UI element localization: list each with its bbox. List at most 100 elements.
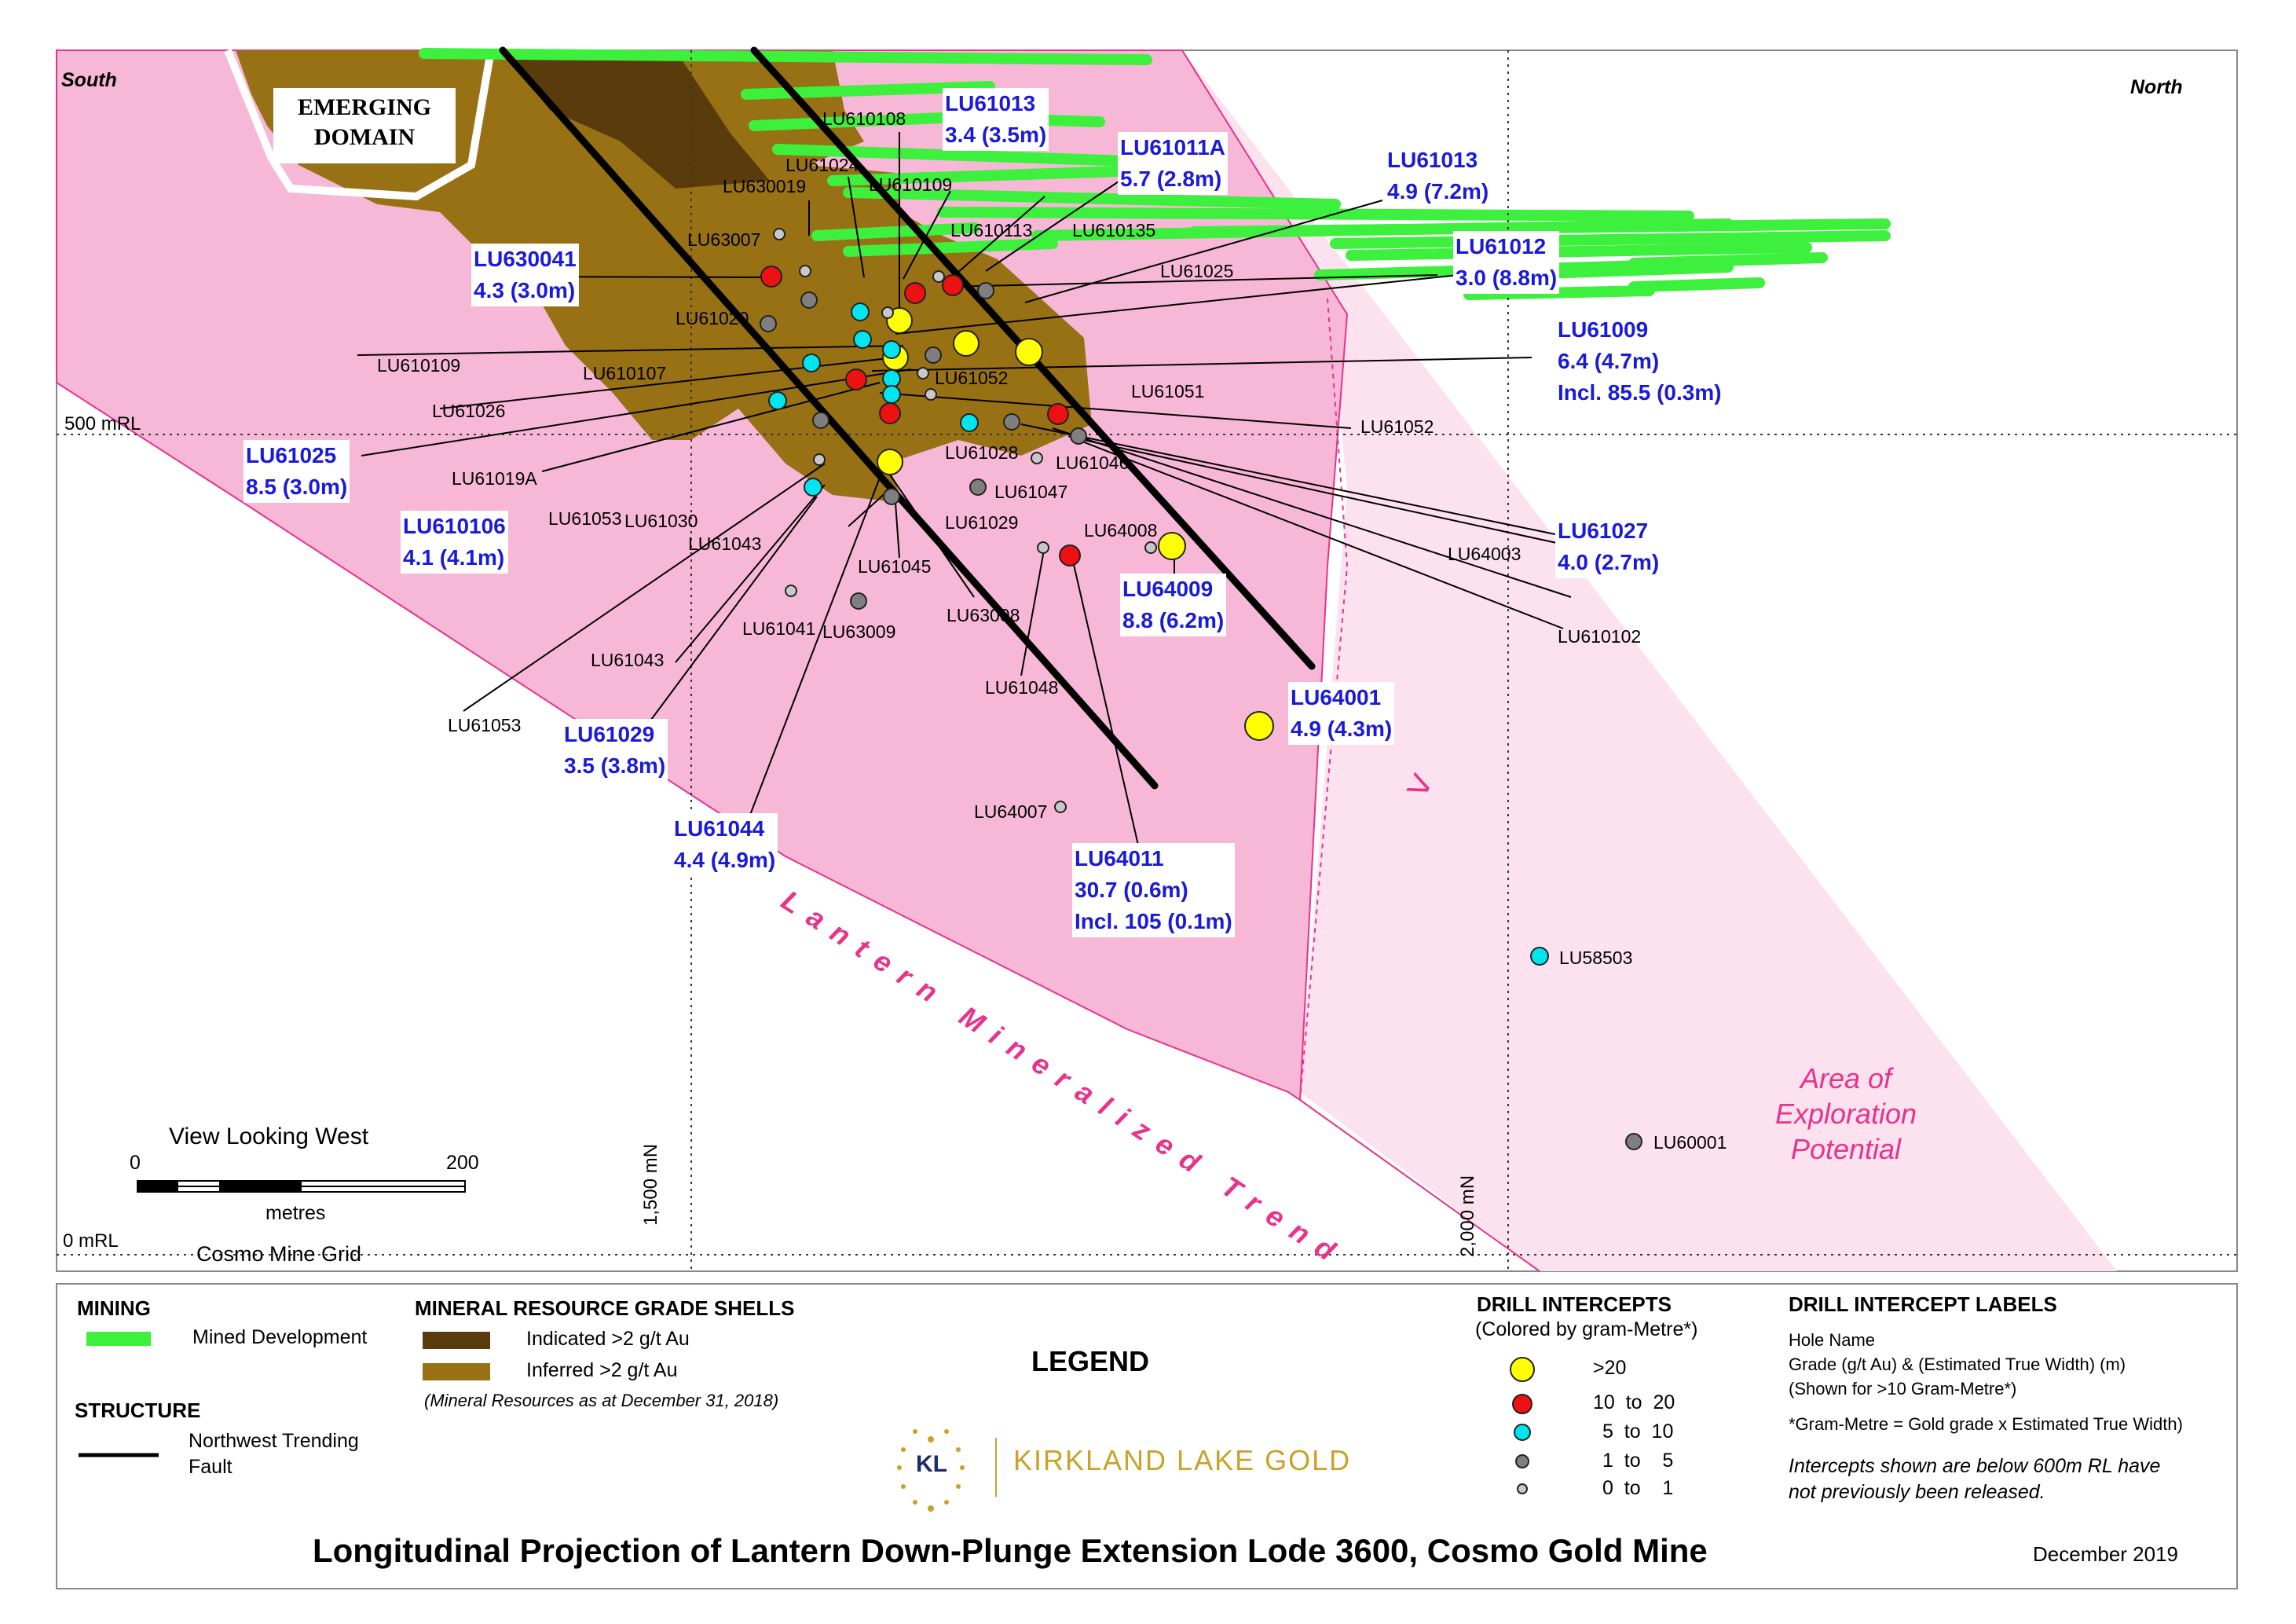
legend-mined-swatch [86, 1332, 151, 1346]
hole-label: LU61025 [1160, 261, 1234, 281]
hole-label: LU610107 [583, 363, 667, 383]
legend-resources-note: (Mineral Resources as at December 31, 20… [424, 1391, 779, 1410]
mn-1500: 1,500 mN [640, 1143, 661, 1226]
hole-label: LU64003 [1448, 544, 1522, 564]
hole-label: LU61020 [676, 308, 749, 328]
emerging-domain-box [273, 88, 456, 163]
legend-title: LEGEND [1031, 1345, 1150, 1377]
scale-bar [137, 1180, 466, 1193]
legend-labels-heading: DRILL INTERCEPT LABELS [1789, 1292, 2057, 1316]
hole-label: LU61024 [785, 155, 859, 175]
scale-end: 200 [446, 1152, 479, 1174]
legend-markers [1510, 1357, 1535, 1494]
legend-inferred-swatch [423, 1363, 490, 1380]
hole-label: LU610113 [950, 220, 1033, 240]
leader-lines [357, 132, 1572, 849]
hole-label: LU63009 [822, 621, 896, 642]
legend-indicated-label: Indicated >2 g/t Au [526, 1328, 690, 1350]
hole-label: LU630019 [723, 176, 807, 196]
scale-unit: metres [265, 1202, 326, 1224]
hole-label: LU61043 [688, 533, 762, 554]
hole-label: LU610102 [1558, 626, 1642, 647]
drill-markers [760, 228, 1642, 1150]
grid-lines [57, 50, 2237, 1271]
hole-label: LU610109 [869, 174, 953, 195]
legend-frame [56, 1283, 2238, 1589]
hole-label: LU61048 [985, 677, 1059, 698]
hole-label: LU60001 [1653, 1132, 1727, 1153]
legend-structure-heading: STRUCTURE [75, 1399, 201, 1422]
legend-drill-sub: (Colored by gram-Metre*) [1475, 1318, 1698, 1340]
hole-label: LU61053 [548, 508, 622, 529]
hole-label: LU61041 [742, 618, 816, 639]
hole-label: LU61030 [624, 511, 698, 531]
hole-label: LU61026 [432, 401, 506, 421]
view-label: View Looking West [169, 1124, 369, 1149]
legend-bin: 10 to 20 [1593, 1391, 1675, 1413]
legend-bin: 1 to 5 [1602, 1450, 1674, 1472]
map-date: December 2019 [2033, 1542, 2178, 1566]
exploration-boundary [1299, 298, 1349, 1101]
emerging-domain-outline [224, 49, 495, 201]
hole-label: LU61047 [994, 482, 1068, 502]
legend-bin: 0 to 1 [1602, 1477, 1674, 1499]
legend-mining-heading: MINING [77, 1296, 151, 1320]
legend-mined-label: Mined Development [192, 1326, 368, 1348]
hole-label: LU58503 [1559, 948, 1633, 968]
hole-label: LU61052 [935, 368, 1009, 388]
hole-label: LU610109 [377, 355, 461, 376]
orient-north: North [2130, 76, 2183, 98]
legend-bin: 5 to 10 [1602, 1421, 1674, 1443]
scale-start: 0 [130, 1152, 141, 1174]
indicated-shell [503, 50, 770, 189]
hole-label: LU610108 [822, 108, 906, 129]
hole-label: LU61029 [945, 512, 1019, 533]
legend-gram-metre: *Gram-Metre = Gold grade x Estimated Tru… [1789, 1414, 2183, 1434]
hole-label: LU61046 [1056, 453, 1130, 473]
hole-label: LU63007 [687, 229, 761, 250]
rl-0: 0 mRL [63, 1230, 119, 1252]
main-title: Longitudinal Projection of Lantern Down-… [313, 1532, 1708, 1569]
legend-shells-heading: MINERAL RESOURCE GRADE SHELLS [415, 1296, 795, 1320]
hole-label: LU61052 [1360, 416, 1434, 437]
grid-label: Cosmo Mine Grid [196, 1242, 362, 1266]
legend-drill-heading: DRILL INTERCEPTS [1477, 1292, 1672, 1316]
logo-letters: KL [916, 1451, 947, 1477]
trend-lower-edge [1299, 1099, 1540, 1272]
exploration-area [1170, 50, 2117, 1271]
hole-label: LU61028 [945, 442, 1019, 463]
kirkland-logo-mark [897, 1429, 965, 1512]
orient-south: South [61, 69, 117, 91]
hole-label: LU61051 [1131, 381, 1205, 401]
hole-label: LU64008 [1084, 520, 1158, 541]
hole-label: LU61045 [858, 556, 932, 577]
legend-inferred-label: Inferred >2 g/t Au [526, 1359, 678, 1381]
hole-label: LU61043 [591, 650, 665, 670]
hole-label: LU63008 [947, 605, 1020, 625]
hole-label: LU61053 [448, 715, 522, 735]
mn-2000: 2,000 mN [1457, 1175, 1478, 1257]
hole-label: LU61019A [452, 468, 537, 489]
mined-development [419, 48, 1891, 300]
legend-bin: >20 [1593, 1357, 1627, 1379]
legend-indicated-swatch [423, 1332, 490, 1349]
hole-label: LU610135 [1072, 220, 1156, 240]
